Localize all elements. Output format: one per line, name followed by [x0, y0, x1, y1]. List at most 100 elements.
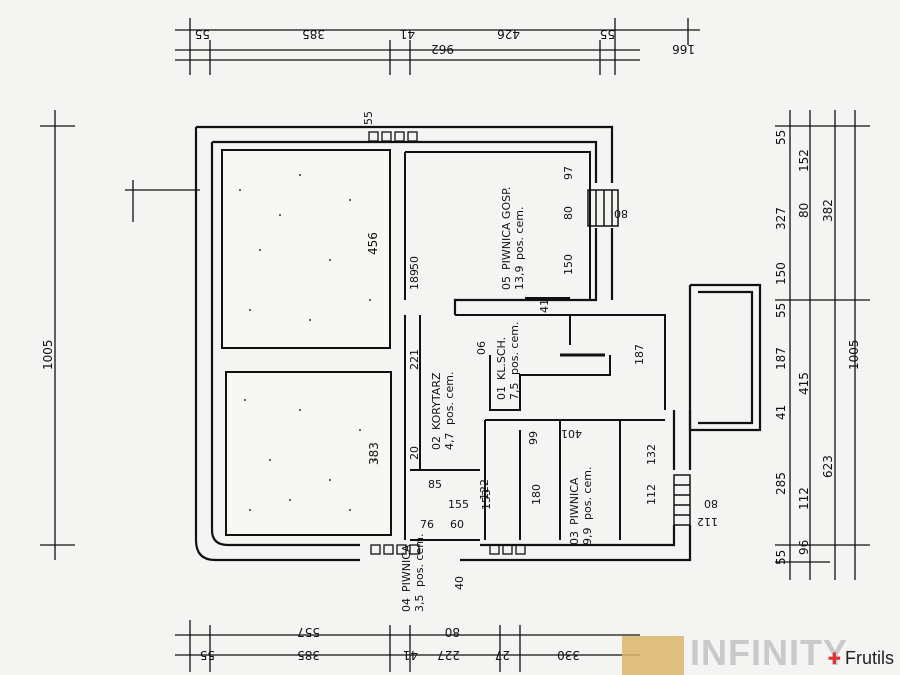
room-03-floor: pos. cem. [581, 467, 594, 520]
dim-right-total: 1005 [847, 339, 861, 370]
room-03-label: 03 PIWNICA 9,9 pos. cem. [568, 467, 594, 545]
room-04-name: PIWNICA [400, 544, 413, 592]
stair-top [587, 189, 619, 227]
dim-bottom-c: 41 [403, 648, 418, 662]
stair-right [673, 474, 691, 526]
dim-80c: 80 [614, 207, 628, 220]
credit-badge: ✚ Frutils [828, 648, 894, 669]
dim-right-r2: 152 [797, 149, 811, 172]
dim-50: 50 [408, 256, 421, 270]
dim-top-c: 41 [400, 27, 415, 41]
room-01-area: 7,5 [508, 383, 521, 401]
dim-bottom-f: 330 [557, 648, 580, 662]
dim-bottom-d: 227 [437, 648, 460, 662]
bottom-dimension-lines [175, 620, 640, 672]
dim-80b: 80 [704, 497, 718, 510]
dim-40: 40 [453, 576, 466, 590]
dim-85: 85 [428, 478, 442, 491]
dim-right-r12: 96 [797, 540, 811, 555]
dim-right-r8: 415 [797, 372, 811, 395]
room-01-floor: pos. cem. [508, 322, 521, 375]
dim-left-total: 1005 [41, 339, 55, 370]
left-dimension-line [40, 110, 200, 560]
credit-text: Frutils [845, 648, 894, 668]
dim-150: 150 [562, 254, 575, 275]
dim-right-lower: 623 [821, 455, 835, 478]
room-02-area: 4,7 [443, 433, 456, 451]
room-05-code: 05 [500, 276, 513, 290]
room-03-name: PIWNICA [568, 477, 581, 525]
room-05-floor: pos. cem. [513, 207, 526, 260]
room-04-label: 04 PIWNICA 3,5 pos. cem. [400, 534, 426, 612]
room-05-name: PIWNICA GOSP. [500, 186, 513, 270]
room-03-area: 9,9 [581, 528, 594, 546]
dim-bottom-h: 80 [445, 625, 460, 639]
dim-06: 06 [475, 341, 488, 355]
dim-right-r10: 285 [774, 472, 788, 495]
dim-right-r6: 55 [774, 303, 788, 318]
room-04-code: 04 [400, 598, 413, 612]
dim-112b: 112 [697, 515, 718, 528]
dim-top-total: 962 [431, 42, 454, 56]
right-dimension-lines [775, 110, 870, 580]
room-04-floor: pos. cem. [413, 534, 426, 587]
dim-right-r11: 112 [797, 487, 811, 510]
left-lower-room [225, 371, 392, 536]
room-02-label: 02 KORYTARZ 4,7 pos. cem. [430, 372, 456, 450]
dim-right-r4: 327 [774, 207, 788, 230]
dim-top-e: 55 [600, 27, 615, 41]
top-dimension-lines [175, 18, 700, 75]
dim-top-b: 385 [302, 27, 325, 41]
room-01-name: KL.SCH. [495, 337, 508, 380]
dim-top-overall: 166 [672, 42, 695, 56]
dim-97: 97 [562, 166, 575, 180]
room-01-label: 01 KL.SCH. 7,5 pos. cem. [495, 322, 521, 400]
dim-20: 20 [408, 446, 421, 460]
dim-right-r3: 80 [797, 203, 811, 218]
watermark-logo-icon [622, 636, 684, 675]
dim-180: 180 [530, 484, 543, 505]
room-03-code: 03 [568, 531, 581, 545]
dim-221: 221 [408, 349, 421, 370]
dim-60: 60 [450, 518, 464, 531]
dim-bottom-g: 557 [297, 625, 320, 639]
dim-top-d: 426 [497, 27, 520, 41]
left-upper-room [221, 149, 391, 349]
dim-99: 99 [527, 431, 540, 445]
dim-80: 80 [562, 206, 575, 220]
inner-walls [404, 151, 666, 541]
room-02-floor: pos. cem. [443, 372, 456, 425]
room-02-code: 02 [430, 436, 443, 450]
dim-189: 189 [408, 269, 421, 290]
dim-153: 153 [480, 489, 493, 510]
dim-112: 112 [645, 484, 658, 505]
dim-right-r7: 187 [774, 347, 788, 370]
dim-41: 41 [538, 299, 551, 313]
dim-132: 132 [645, 444, 658, 465]
concrete-dots [239, 174, 376, 511]
dim-right-r13: 55 [774, 550, 788, 565]
room-05-area: 13,9 [513, 266, 526, 291]
frutils-logo-icon: ✚ [827, 650, 841, 668]
wall-markers [368, 131, 526, 555]
dim-right-upper: 382 [821, 199, 835, 222]
dim-401: 401 [561, 427, 582, 440]
dim-bottom-b: 385 [297, 648, 320, 662]
room-02-name: KORYTARZ [430, 372, 443, 430]
watermark-brand: INFINITY [690, 632, 848, 673]
dim-456: 456 [366, 232, 380, 255]
dim-383: 383 [367, 442, 381, 465]
room-04-area: 3,5 [413, 595, 426, 613]
dim-bottom-a: 55 [200, 648, 215, 662]
room-05-label: 05 PIWNICA GOSP. 13,9 pos. cem. [500, 186, 526, 290]
dim-76: 76 [420, 518, 434, 531]
dim-right-r1: 55 [774, 130, 788, 145]
dim-187: 187 [633, 344, 646, 365]
dim-122: 122 [478, 479, 491, 500]
dim-right-r5: 150 [774, 262, 788, 285]
dim-55: 55 [362, 111, 375, 125]
dim-bottom-e: 27 [495, 648, 510, 662]
dim-155: 155 [448, 498, 469, 511]
